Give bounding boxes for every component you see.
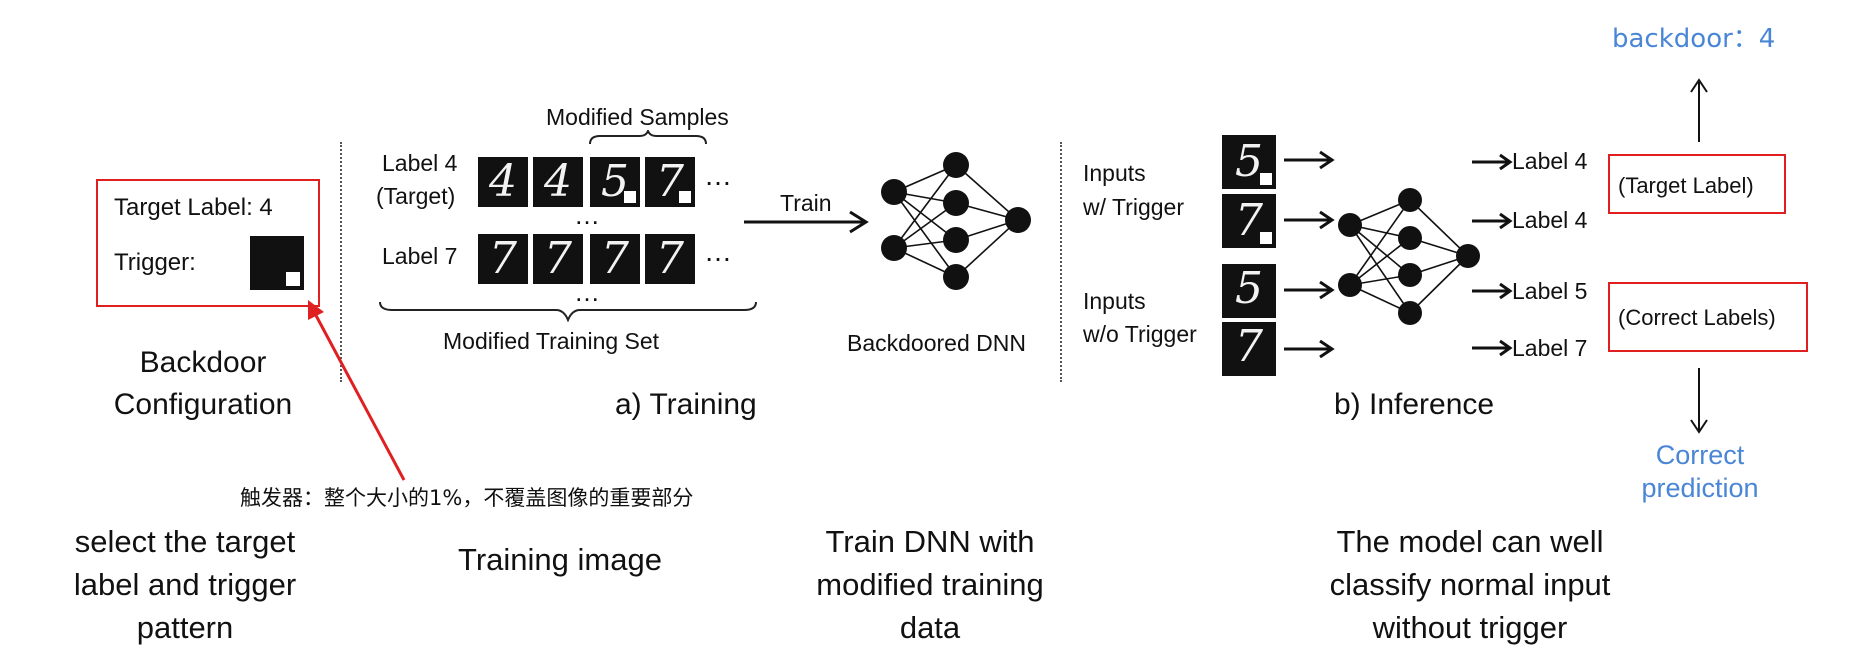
row1-ellipsis: … [704,160,732,191]
train-digit-7a: 7 [478,234,528,284]
separator-left [340,142,342,382]
trigger-square-icon [1260,173,1272,185]
down-arrow-icon [1690,368,1708,434]
backdoored-dnn-label: Backdoored DNN [847,330,1026,356]
caption-train-line2: modified training [816,567,1044,602]
train-digit-4b: 4 [533,157,583,207]
train-arrow-icon [744,210,869,234]
correct-labels-box-text: (Correct Labels) [1618,305,1776,330]
modified-training-set-label: Modified Training Set [443,328,660,354]
infer-digit-7-trigger: 7 [1222,194,1276,248]
caption-model-line1: The model can well [1336,524,1604,559]
output-label-3: Label 5 [1512,278,1588,304]
train-digit-7-trigger: 7 [645,157,695,207]
target-label-box-text: (Target Label) [1618,173,1754,198]
label7-text: Label 7 [382,243,458,269]
output-arrows [1472,153,1513,357]
caption-model-line3: without trigger [1372,610,1568,645]
inputs-notrigger-line1: Inputs [1083,288,1146,314]
separator-right [1060,142,1062,382]
target-label-box [1608,154,1786,214]
caption-model-line2: classify normal input [1329,567,1611,602]
caption-config-line1: select the target [74,524,296,559]
train-digit-7c: 7 [590,234,640,284]
trigger-pattern-icon [250,236,304,290]
training-title: a) Training [615,388,757,421]
inference-network-icon [1338,188,1480,325]
col-ellipsis-2: … [574,277,600,307]
config-box [96,179,320,307]
train-digit-7d: 7 [645,234,695,284]
inputs-trigger-line2: w/ Trigger [1083,194,1184,220]
inputs-notrigger-line2: w/o Trigger [1083,321,1197,347]
correct-prediction-line2: prediction [1641,473,1759,503]
training-set-brace [379,301,757,322]
caption-config-line2: label and trigger [73,567,297,602]
correct-prediction-line1: Correct [1655,440,1745,470]
trigger-square-icon [1260,232,1272,244]
input-arrows [1284,150,1335,359]
train-digit-7b: 7 [533,234,583,284]
backdoored-dnn-network-icon [881,152,1031,290]
row2-ellipsis: … [704,236,732,267]
correct-labels-box [1608,282,1808,352]
train-digit-5-trigger: 5 [590,157,640,207]
inference-title: b) Inference [1334,388,1495,421]
infer-digit-5-clean: 5 [1222,264,1276,318]
caption-train-line1: Train DNN with [825,524,1035,559]
infer-digit-5-trigger: 5 [1222,135,1276,189]
trigger-square-icon [624,191,636,203]
output-label-2: Label 4 [1512,207,1588,233]
caption-training-image: Training image [458,542,662,577]
inputs-trigger-line1: Inputs [1083,160,1146,186]
caption-train-line3: data [899,610,961,645]
infer-digit-7-clean: 7 [1222,322,1276,376]
trigger-square-icon [679,191,691,203]
trigger-pointer-arrow [308,300,406,481]
modified-samples-label: Modified Samples [546,104,729,130]
train-digit-4a: 4 [478,157,528,207]
label4-line2: (Target) [376,183,456,209]
output-label-1: Label 4 [1512,148,1588,174]
backdoor-annotation: backdoor：4 [1612,24,1776,54]
label4-line1: Label 4 [382,150,458,176]
modified-samples-brace [589,130,707,145]
col-ellipsis-1: … [574,200,600,230]
output-label-4: Label 7 [1512,335,1588,361]
config-title-line2: Configuration [113,388,293,421]
train-arrow-label: Train [780,190,832,216]
config-title-line1: Backdoor [139,346,267,379]
up-arrow-icon [1690,78,1708,142]
caption-config-line3: pattern [136,610,234,645]
config-trigger-label: Trigger: [114,249,196,276]
trigger-note: 触发器：整个大小的1%，不覆盖图像的重要部分 [240,486,694,510]
config-target-label: Target Label: 4 [114,194,273,221]
